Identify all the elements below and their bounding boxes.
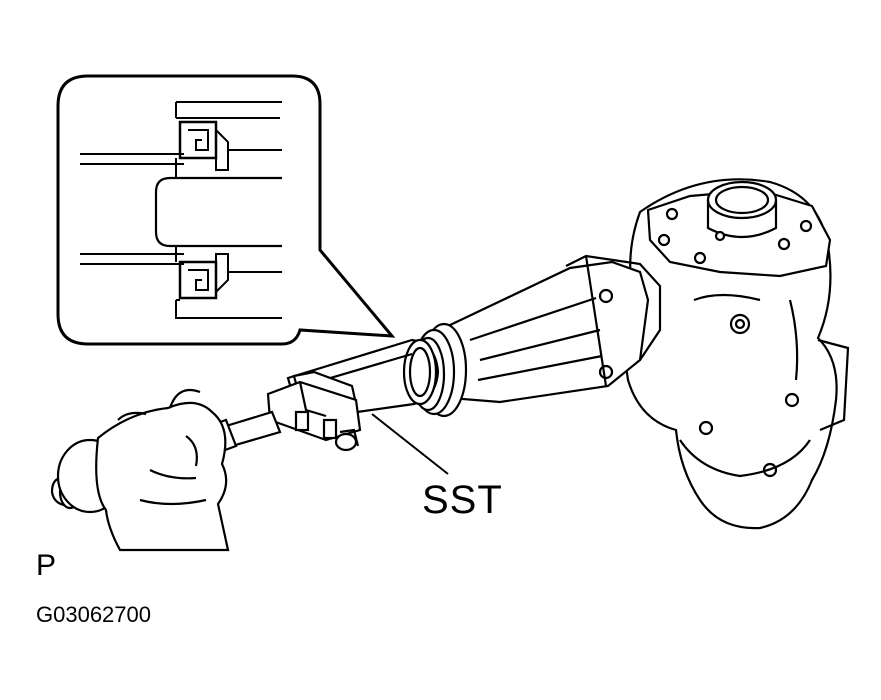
view-label: P — [36, 549, 57, 582]
differential-carrier — [623, 178, 850, 530]
hand-with-handle — [50, 388, 238, 552]
sst-label: SST — [422, 478, 503, 522]
axle-tube — [410, 254, 662, 418]
sst-tool — [224, 338, 440, 452]
seal-detail-callout — [56, 74, 396, 346]
figure-code: G03062700 — [36, 602, 151, 627]
seal-cross-section — [80, 101, 282, 319]
sst-leader-line — [371, 413, 449, 475]
